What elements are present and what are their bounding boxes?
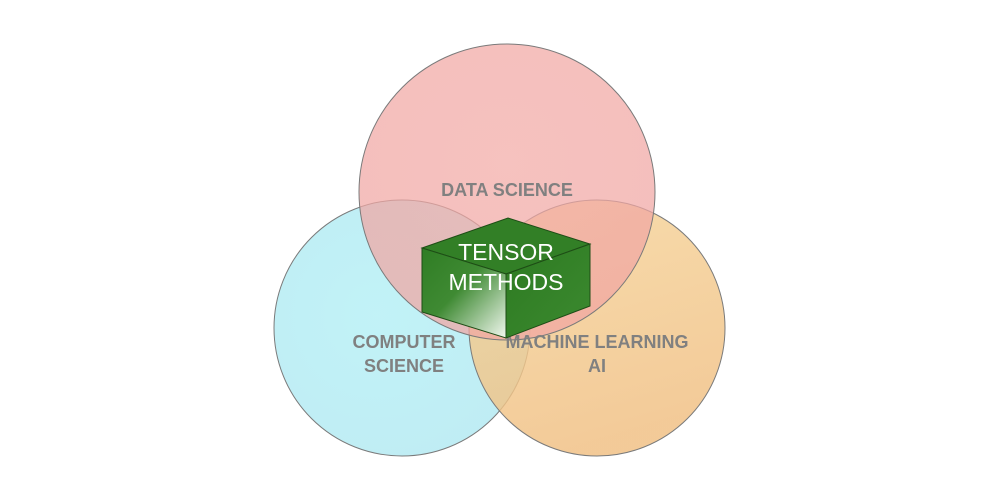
cube-right-face	[505, 243, 591, 339]
label-data-science: DATA SCIENCE	[441, 180, 573, 200]
tensor-cube	[420, 217, 592, 339]
